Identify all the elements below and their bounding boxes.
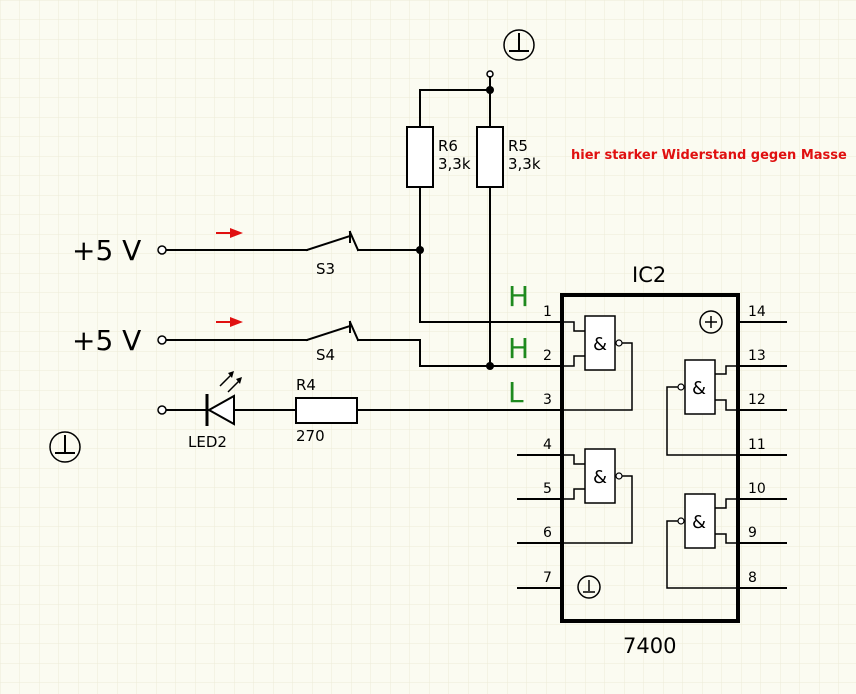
supply-label-top: +5 V (72, 234, 141, 267)
r5-value: 3,3k (508, 155, 541, 173)
svg-text:&: & (692, 378, 706, 399)
level-pin3: L (508, 376, 524, 409)
nand-gate-a: & (562, 315, 633, 411)
current-arrow-icon (216, 317, 243, 327)
pin-number: 7 (543, 570, 552, 586)
pin-number: 4 (543, 437, 552, 453)
junction-dot (416, 246, 424, 254)
r5-name: R5 (508, 137, 528, 155)
svg-text:&: & (593, 467, 607, 488)
pin-number: 6 (543, 525, 552, 541)
nand-gate-d: & (666, 493, 738, 589)
switch-s4 (305, 320, 360, 342)
ground-symbol-left (49, 431, 81, 463)
r6-name: R6 (438, 137, 458, 155)
nand-gate-c: & (666, 359, 738, 456)
s4-label: S4 (316, 346, 335, 364)
level-pin2: H (508, 332, 529, 365)
svg-text:&: & (692, 512, 706, 533)
level-pin1: H (508, 280, 529, 313)
switch-s3 (305, 230, 360, 252)
led-label: LED2 (188, 433, 227, 451)
pin-number: 3 (543, 392, 552, 408)
pin-number: 2 (543, 348, 552, 364)
wires (165, 76, 787, 589)
note-text: hier starker Widerstand gegen Masse (571, 148, 847, 163)
ic-ground-icon (577, 575, 601, 599)
junction-dot (486, 86, 494, 94)
vcc-icon (699, 310, 723, 334)
ic-type: 7400 (623, 634, 676, 658)
pin-number: 8 (748, 570, 757, 586)
terminal-s4 (157, 335, 167, 345)
junction-dot (486, 362, 494, 370)
nand-gate-b: & (562, 448, 633, 544)
r4-name: R4 (296, 376, 316, 394)
pin-number: 14 (748, 304, 766, 320)
s3-label: S3 (316, 260, 335, 278)
ic-name: IC2 (632, 263, 666, 287)
led-icon (205, 371, 242, 426)
resistor-r6 (406, 126, 434, 188)
supply-label-bottom: +5 V (72, 324, 141, 357)
resistor-r4 (295, 397, 358, 424)
ic-body (560, 293, 740, 623)
current-arrow-icon (216, 228, 243, 238)
pin-number: 11 (748, 437, 766, 453)
pin-number: 5 (543, 481, 552, 497)
terminal-led (157, 405, 167, 415)
ground-symbol-top (503, 29, 535, 61)
pin-number: 10 (748, 481, 766, 497)
pin-number: 1 (543, 304, 552, 320)
pin-number: 12 (748, 392, 766, 408)
r4-value: 270 (296, 427, 325, 445)
svg-text:&: & (593, 334, 607, 355)
terminal-s3 (157, 245, 167, 255)
r6-value: 3,3k (438, 155, 471, 173)
pin-number: 9 (748, 525, 757, 541)
resistor-r5 (476, 126, 504, 188)
pin-number: 13 (748, 348, 766, 364)
